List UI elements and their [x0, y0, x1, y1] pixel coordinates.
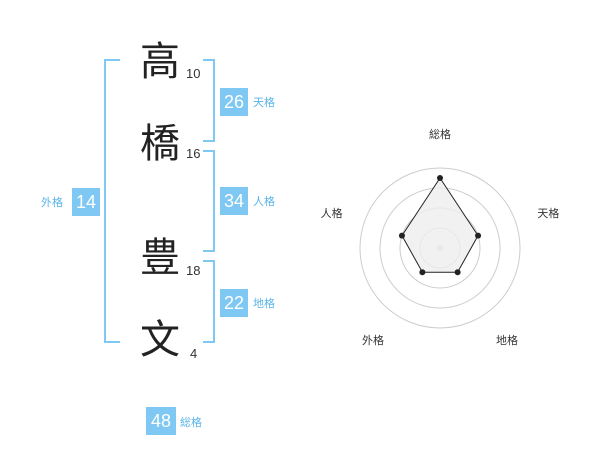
radar-axis-label-5: 人格: [321, 206, 343, 220]
radar-axis-label-3: 地格: [496, 333, 518, 347]
name-char-1: 高: [140, 39, 180, 85]
radar-point-2: [475, 232, 482, 239]
chikaku-bracket: [203, 260, 215, 343]
radar-point-4: [419, 269, 426, 276]
radar-axis-label-4: 外格: [362, 333, 384, 347]
soukaku-score: 48: [146, 407, 176, 435]
radar-polygon: [401, 177, 479, 273]
radar-point-1: [437, 175, 443, 181]
chikaku-label: 地格: [253, 297, 275, 310]
tenkaku-score: 26: [220, 88, 248, 116]
radar-axis-label-2: 天格: [537, 206, 559, 220]
jinkaku-score: 34: [220, 187, 248, 215]
jinkaku-label: 人格: [253, 195, 275, 208]
radar-point-5: [398, 232, 405, 239]
name-char-2: 橋: [140, 121, 180, 167]
gaikaku-label: 外格: [41, 196, 63, 209]
stroke-count-1: 10: [186, 66, 201, 81]
name-char-3: 豊: [140, 235, 180, 281]
radar-axis-label-1: 総格: [429, 127, 451, 141]
radar-ring-4: [359, 167, 521, 329]
radar-point-3: [454, 269, 461, 276]
gaikaku-bracket: [104, 59, 120, 343]
stroke-count-3: 18: [186, 263, 201, 278]
tenkaku-bracket: [203, 59, 215, 142]
tenkaku-label: 天格: [253, 96, 275, 109]
stroke-count-4: 4: [190, 346, 198, 361]
soukaku-label: 総格: [180, 416, 202, 429]
name-char-4: 文: [140, 317, 180, 363]
gaikaku-score: 14: [72, 188, 100, 216]
chikaku-score: 22: [220, 289, 248, 317]
stroke-count-2: 16: [186, 146, 201, 161]
jinkaku-bracket: [203, 150, 215, 252]
